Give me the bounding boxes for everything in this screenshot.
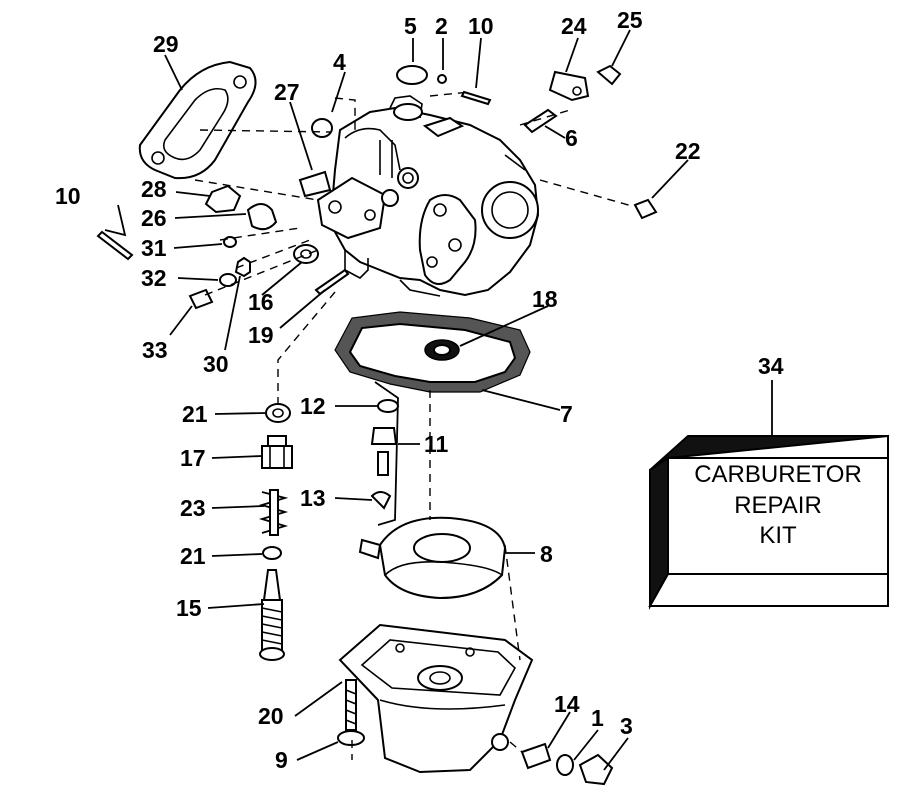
kit-label-line3: KIT — [759, 522, 797, 549]
callout-8: 8 — [540, 541, 553, 567]
callout-5: 5 — [404, 13, 417, 39]
pin-10-left — [96, 230, 134, 261]
callout-14: 14 — [554, 691, 580, 717]
needle-15 — [259, 569, 285, 661]
callout-10-top: 10 — [468, 13, 494, 39]
callout-22: 22 — [675, 138, 701, 164]
callout-labels: 29 4 5 2 10 24 25 6 22 27 10 28 26 31 32… — [55, 7, 784, 773]
callout-33: 33 — [142, 337, 168, 363]
callout-20: 20 — [258, 703, 284, 729]
gasket-1 — [556, 754, 574, 776]
callout-34: 34 — [758, 353, 784, 379]
gasket-21-bottom — [262, 546, 282, 560]
bowl-gasket-7 — [334, 311, 531, 393]
linkage-bracket-27 — [298, 170, 399, 240]
callout-27: 27 — [274, 79, 300, 105]
screw-22 — [633, 198, 658, 220]
callout-16: 16 — [248, 289, 274, 315]
carburetor-body — [330, 95, 540, 297]
needle-6 — [523, 108, 558, 134]
screw-25 — [596, 64, 622, 86]
callout-15: 15 — [176, 595, 202, 621]
flange-gasket-29 — [138, 60, 257, 180]
screw-9 — [337, 679, 365, 746]
float-8 — [358, 516, 507, 600]
callout-2: 2 — [435, 13, 448, 39]
screw-33 — [188, 288, 214, 310]
screw-19 — [314, 268, 350, 296]
callout-18: 18 — [532, 286, 558, 312]
callout-29: 29 — [153, 31, 179, 57]
callout-12: 12 — [300, 393, 326, 419]
callout-24: 24 — [561, 13, 587, 39]
callout-25: 25 — [617, 7, 643, 33]
callout-7: 7 — [560, 401, 573, 427]
pin-10 — [460, 90, 492, 106]
kit-label-line1: CARBURETOR — [694, 461, 862, 488]
lockwasher-30 — [234, 256, 251, 278]
nut-28 — [204, 184, 242, 214]
callout-6: 6 — [565, 125, 578, 151]
plug-5 — [396, 65, 428, 85]
jet-14 — [520, 742, 552, 770]
throttle-lever-24 — [548, 70, 590, 102]
callout-19: 19 — [248, 322, 274, 348]
callout-21-bottom: 21 — [180, 543, 206, 569]
washer-16 — [293, 244, 319, 264]
float-bowl-20 — [338, 623, 534, 774]
seat-17 — [261, 435, 293, 469]
callout-1: 1 — [591, 705, 604, 731]
gasket-21-top — [265, 403, 291, 423]
callout-31: 31 — [141, 235, 167, 261]
callout-4: 4 — [333, 49, 346, 75]
spring-23 — [258, 489, 289, 536]
gasket-12 — [377, 399, 399, 413]
callout-11: 11 — [424, 431, 449, 457]
fitting-26 — [246, 203, 278, 231]
repair-kit-box: CARBURETOR REPAIR KIT — [648, 434, 889, 610]
callout-10-left: 10 — [55, 183, 81, 209]
clip-13 — [370, 491, 392, 510]
callout-32: 32 — [141, 265, 167, 291]
callout-26: 26 — [141, 205, 167, 231]
kit-label-line2: REPAIR — [734, 492, 822, 519]
callout-9: 9 — [275, 747, 288, 773]
float-valve-11 — [370, 427, 398, 445]
washer-32 — [219, 273, 237, 287]
callout-28: 28 — [141, 176, 167, 202]
plug-4 — [311, 118, 333, 138]
callout-30: 30 — [203, 351, 229, 377]
ball-2 — [437, 74, 447, 84]
callout-23: 23 — [180, 495, 206, 521]
plug-3 — [578, 753, 614, 786]
callout-13: 13 — [300, 485, 326, 511]
callout-21-top: 21 — [182, 401, 208, 427]
callout-3: 3 — [620, 713, 633, 739]
callout-17: 17 — [180, 445, 206, 471]
